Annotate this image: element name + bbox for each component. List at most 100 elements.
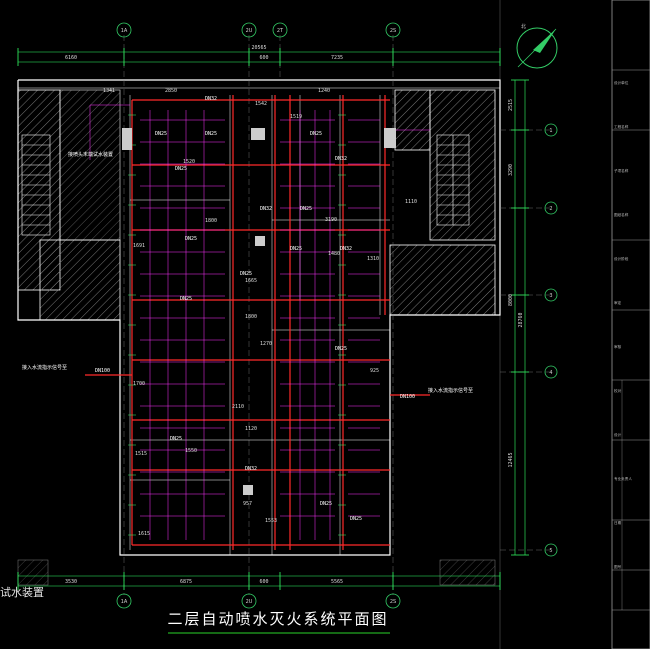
dim-top-seg: 6160 — [65, 55, 77, 61]
dimension-label: 1480 — [328, 251, 340, 257]
grid-bubble-label: 2T — [277, 28, 284, 34]
grid-bubble-label: 3 — [549, 293, 552, 299]
dimension-label: 1542 — [255, 101, 267, 107]
grid-bubble-label: 2 — [549, 206, 552, 212]
grid-bubble: 1 — [544, 123, 558, 137]
grid-bubble-label: 5 — [549, 548, 552, 554]
pipe-size-label: DN25 — [350, 516, 362, 522]
title-block-row: 设计阶段 — [614, 256, 629, 261]
pipe-size-label: DN25 — [320, 501, 332, 507]
dimension-label: 1520 — [183, 159, 195, 165]
dim-right: 2515 — [508, 99, 514, 111]
dim-bottom-seg: 600 — [259, 579, 268, 585]
dim-top-seg: 7235 — [331, 55, 343, 61]
title-block-row: 设计单位 — [614, 80, 629, 85]
svg-text:北: 北 — [521, 23, 526, 30]
dim-right: 3290 — [508, 164, 514, 176]
pipe-size-label: DN25 — [170, 436, 182, 442]
dimension-label: 1553 — [265, 518, 277, 524]
pipe-size-label: DN25 — [240, 271, 252, 277]
grid-bubble-label: 2S — [390, 28, 396, 34]
test-device-label: 试水装置 — [0, 586, 44, 599]
annotation-note: 接入水流指示信号至 — [428, 387, 473, 394]
riser-boxes — [122, 128, 396, 495]
dimension-label: 2850 — [165, 88, 177, 94]
dimension-label: 1515 — [135, 451, 147, 457]
grid-bubbles-right: 1 2 3 4 5 — [544, 123, 558, 557]
title-block-row: 专业负责人 — [614, 476, 632, 481]
title-block-row: 设计 — [614, 432, 622, 437]
grid-bubble-label: 2U — [246, 28, 253, 34]
title-block-row: 校对 — [614, 388, 622, 393]
dimension-label: 1615 — [138, 531, 150, 537]
title-block-row: 子项名称 — [614, 168, 629, 173]
dim-right: 12465 — [508, 452, 514, 467]
dimension-label: 1310 — [367, 256, 379, 262]
grid-bubble: 4 — [544, 365, 558, 379]
dimension-label: 1665 — [245, 278, 257, 284]
dimension-label: 2110 — [232, 404, 244, 410]
dimension-label: 1240 — [318, 88, 330, 94]
drawing-title: 二层自动喷水灭火系统平面图 — [167, 610, 388, 628]
title-block-row: 日期 — [614, 520, 622, 525]
pipe-size-label: DN25 — [205, 131, 217, 137]
grid-bubble-label: 1A — [121, 599, 128, 605]
dimension-lines — [17, 48, 529, 590]
grid-bubble: 1A — [116, 22, 132, 38]
grid-bubble-label: 1A — [121, 28, 128, 34]
grid-bubble: 3 — [544, 288, 558, 302]
grid-bubble-label: 2S — [390, 599, 396, 605]
dimension-label: 925 — [370, 368, 379, 374]
annotation-note: 接入水流指示信号至 — [22, 364, 67, 371]
dimension-label: 1519 — [290, 114, 302, 120]
grid-bubble-label: 1 — [549, 128, 552, 134]
dim-bottom-seg: 5565 — [331, 579, 343, 585]
pipe-size-label: DN100 — [400, 394, 415, 400]
grid-bubble-label: 4 — [549, 370, 552, 376]
dim-bottom-seg: 3530 — [65, 579, 77, 585]
pipe-size-label: DN32 — [205, 96, 217, 102]
pipe-size-label: DN32 — [260, 206, 272, 212]
pipe-size-label: DN32 — [335, 156, 347, 162]
dimension-label: 1700 — [133, 381, 145, 387]
pipe-size-label: DN25 — [175, 166, 187, 172]
grid-bubble: 2U — [241, 593, 257, 609]
dimension-label: 1800 — [245, 314, 257, 320]
dimension-label: 1341 — [103, 88, 115, 94]
pipe-size-label: DN25 — [185, 236, 197, 242]
pipe-size-label: DN25 — [290, 246, 302, 252]
grid-bubble: 2U — [241, 22, 257, 38]
pipe-size-label: DN25 — [310, 131, 322, 137]
dimension-label: 3190 — [325, 217, 337, 223]
building-outline — [17, 79, 501, 556]
dimension-label: 1550 — [185, 448, 197, 454]
grid-bubble: 2S — [385, 593, 401, 609]
grid-bubble: 2 — [544, 201, 558, 215]
grid-bubble: 1A — [116, 593, 132, 609]
dimension-label: 1691 — [133, 243, 145, 249]
title-block-row: 审定 — [614, 300, 622, 305]
hatched-areas — [17, 89, 496, 586]
dim-right: 8000 — [508, 294, 514, 306]
title-block-row: 图号 — [614, 564, 622, 569]
grid-bubbles-bottom: 1A 2U 2S — [116, 593, 401, 609]
pipe-size-label: DN25 — [155, 131, 167, 137]
pipe-size-label: DN32 — [245, 466, 257, 472]
dimension-label: 1270 — [260, 341, 272, 347]
dimension-label: 1110 — [405, 199, 417, 205]
pipe-size-label: DN25 — [335, 346, 347, 352]
pipe-size-label: DN32 — [340, 246, 352, 252]
sprinkler-pipe-network — [85, 95, 430, 555]
stair-left — [21, 134, 51, 236]
grid-bubble: 5 — [544, 543, 558, 557]
pipe-size-label: DN25 — [300, 206, 312, 212]
title-block-row: 工程名称 — [614, 124, 629, 129]
dimension-label: 1800 — [205, 218, 217, 224]
stair-right — [436, 134, 470, 226]
grid-bubbles-top: 1A 2U 2T 2S — [116, 22, 401, 38]
dimension-label: 957 — [243, 501, 252, 507]
north-arrow-icon: 北 — [516, 23, 558, 69]
title-block-row: 审核 — [614, 344, 622, 349]
